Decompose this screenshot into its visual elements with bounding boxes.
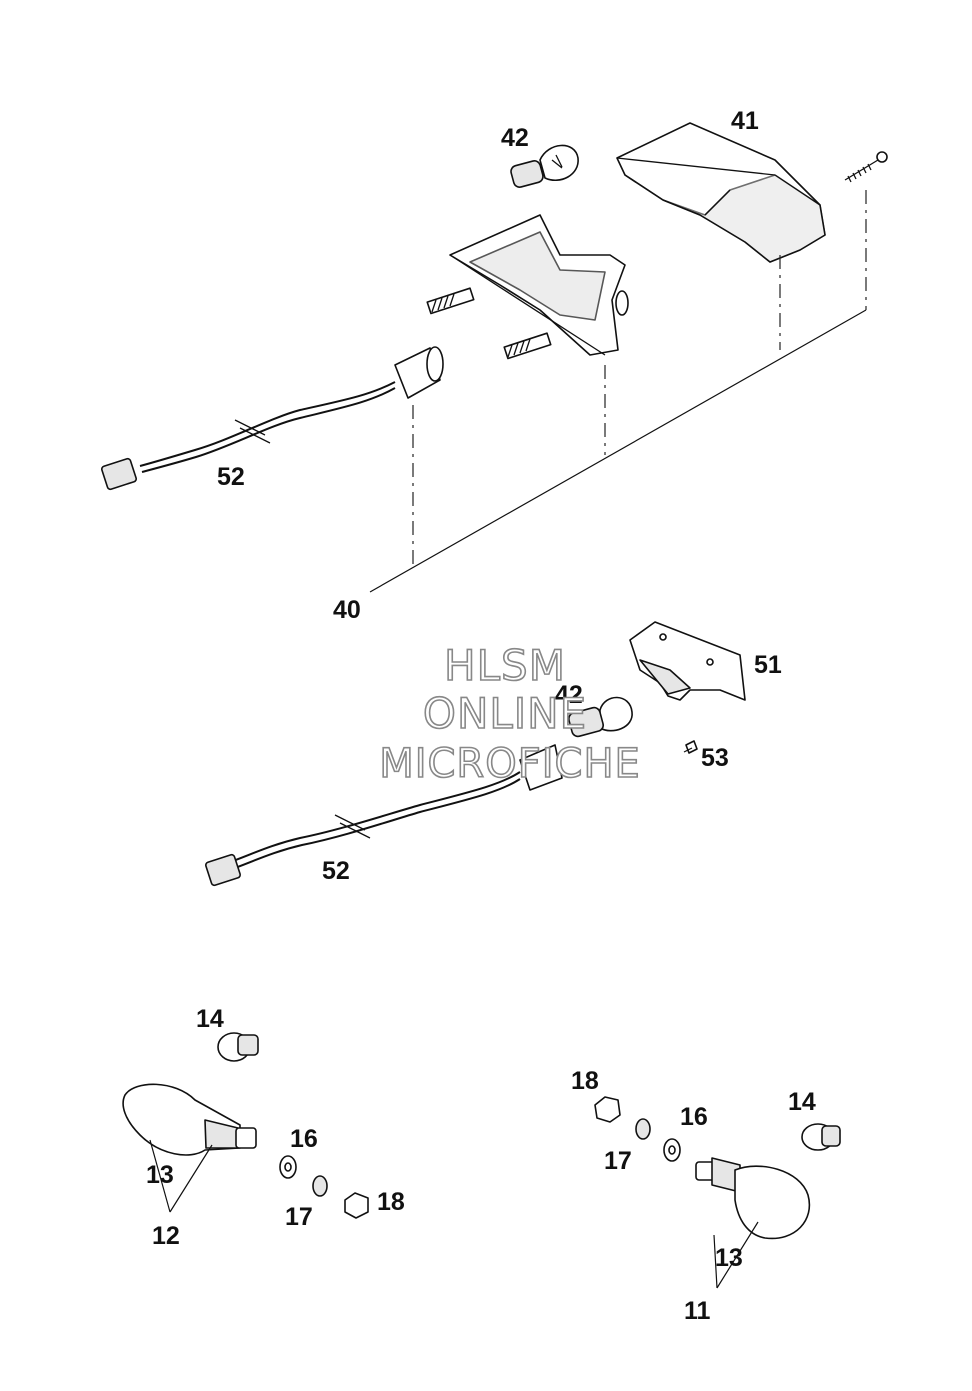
callout-18-left: 18	[377, 1188, 405, 1216]
bulb-icon	[801, 1123, 841, 1151]
callout-42-top: 42	[501, 124, 529, 152]
watermark-line-3: MICROFICHE	[379, 741, 641, 787]
callout-42-mid: 42	[555, 681, 583, 709]
watermark: HLSM ONLINE MICROFICHE	[378, 640, 641, 788]
turn-signal-lens-part	[122, 1083, 257, 1156]
lens-cover-part	[616, 122, 826, 263]
callout-17-right: 17	[604, 1147, 632, 1175]
callout-16-right: 16	[680, 1103, 708, 1131]
license-bracket-part	[629, 621, 746, 701]
callout-18-right: 18	[571, 1067, 599, 1095]
nut-icon	[344, 1192, 369, 1219]
washer-icon	[279, 1155, 297, 1179]
bulb-icon	[510, 144, 579, 188]
callout-41: 41	[731, 107, 759, 135]
nut-icon	[594, 1096, 621, 1123]
callout-53: 53	[701, 744, 729, 772]
small-screw-part	[685, 740, 698, 754]
callout-14-left: 14	[196, 1005, 224, 1033]
callout-13-left: 13	[146, 1161, 174, 1189]
callout-11: 11	[684, 1297, 711, 1325]
turn-signal-right-assembly	[594, 1096, 841, 1289]
wiring-harness-part	[101, 346, 444, 491]
lock-washer-part	[312, 1175, 328, 1197]
callout-17-left: 17	[285, 1203, 313, 1231]
lock-washer-part	[635, 1118, 651, 1140]
tail-light-housing	[426, 214, 629, 360]
callout-16-left: 16	[290, 1125, 318, 1153]
callout-40: 40	[333, 596, 361, 624]
watermark-line-1: HLSM	[444, 641, 566, 690]
license-light-assembly	[205, 621, 746, 887]
callout-13-right: 13	[715, 1244, 743, 1272]
turn-signal-lens-part	[695, 1157, 811, 1240]
tail-light-assembly	[101, 122, 888, 593]
callout-14-right: 14	[788, 1088, 816, 1116]
bulb-icon	[217, 1032, 259, 1062]
washer-icon	[663, 1138, 681, 1162]
callout-51: 51	[754, 651, 782, 679]
bulb-icon	[567, 696, 633, 738]
wiring-harness-part	[205, 744, 563, 887]
callout-12: 12	[152, 1222, 180, 1250]
screw-icon	[844, 151, 888, 183]
turn-signal-left-assembly	[122, 1032, 369, 1219]
watermark-line-2: ONLINE	[423, 689, 587, 738]
callout-52-top: 52	[217, 463, 245, 491]
callout-52-mid: 52	[322, 857, 350, 885]
